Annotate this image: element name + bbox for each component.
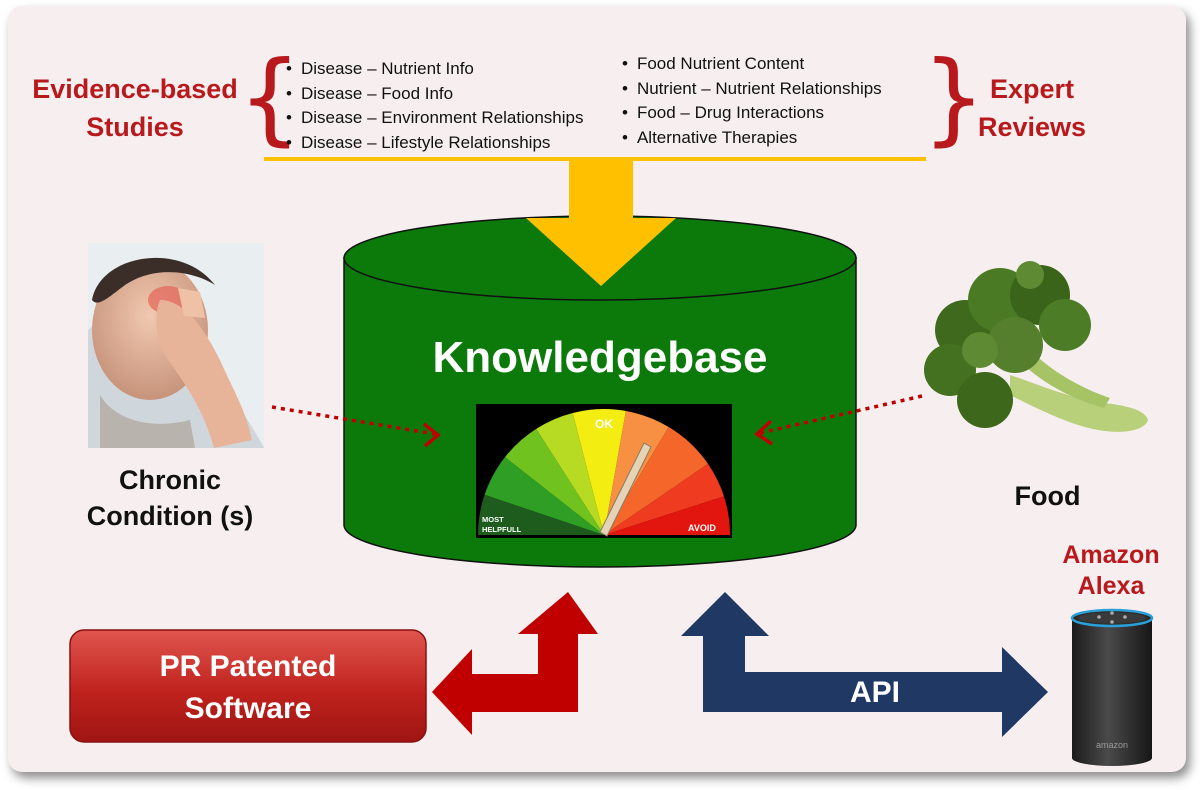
- software-label: PR Patented Software: [159, 650, 337, 725]
- food-label: Food: [1014, 481, 1081, 511]
- list-item: Disease – Environment Relationships: [286, 106, 584, 131]
- evidence-list: Disease – Nutrient Info Disease – Food I…: [286, 57, 584, 155]
- list-item: Alternative Therapies: [622, 126, 882, 151]
- gauge-label-most: MOST: [482, 515, 504, 524]
- echo-brand-text: amazon: [1096, 740, 1128, 750]
- list-item: Disease – Nutrient Info: [286, 57, 584, 82]
- amazon-echo-device: [1070, 608, 1154, 766]
- software-double-arrow: [432, 592, 598, 735]
- software-box: [69, 629, 427, 743]
- evidence-based-studies-title: Evidence-based Studies: [32, 74, 238, 142]
- condition-arrow-head: [422, 422, 441, 448]
- list-item: Disease – Lifestyle Relationships: [286, 131, 584, 156]
- expert-reviews-title: Expert Reviews: [977, 74, 1087, 142]
- chronic-condition-label: Chronic Condition (s): [86, 465, 254, 531]
- sources-underline: [264, 157, 926, 161]
- list-item: Food Nutrient Content: [622, 52, 882, 77]
- list-item: Food – Drug Interactions: [622, 101, 882, 126]
- gauge-label-ok: OK: [595, 417, 613, 431]
- rating-gauge: [476, 404, 732, 538]
- right-brace: }: [922, 39, 986, 156]
- api-double-arrow: [681, 592, 1048, 737]
- food-arrow-head: [754, 419, 773, 446]
- condition-dotted-arrow: [271, 405, 436, 436]
- food-dotted-arrow: [759, 394, 923, 435]
- list-item: Nutrient – Nutrient Relationships: [622, 77, 882, 102]
- gauge-label-helpfull: HELPFULL: [482, 525, 522, 534]
- chronic-condition-photo: [88, 243, 264, 448]
- amazon-alexa-label: Amazon Alexa: [1062, 541, 1160, 600]
- knowledgebase-title: Knowledgebase: [432, 333, 768, 382]
- api-label: API: [849, 676, 900, 709]
- broccoli-photo: [924, 261, 1148, 432]
- gauge-label-avoid: AVOID: [688, 523, 716, 533]
- expert-list: Food Nutrient Content Nutrient – Nutrien…: [622, 52, 882, 150]
- list-item: Disease – Food Info: [286, 82, 584, 107]
- yellow-down-arrow: [526, 161, 676, 286]
